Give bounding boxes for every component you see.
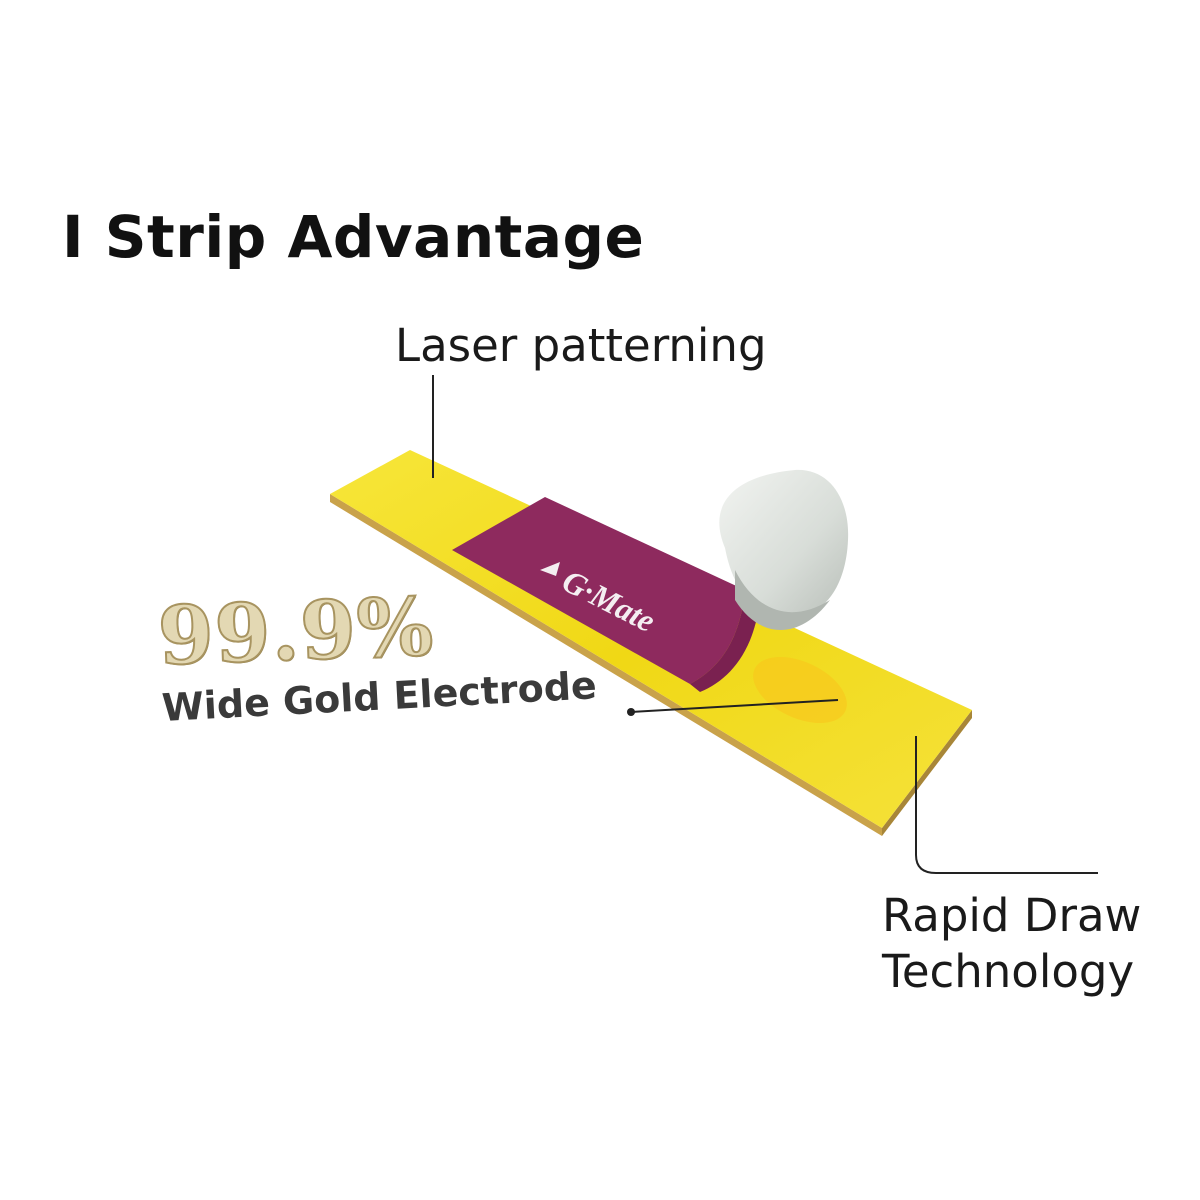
strip-arrow-icon	[540, 562, 560, 576]
page-title: I Strip Advantage	[62, 203, 645, 271]
rapid-draw-line1: Rapid Draw	[882, 889, 1142, 942]
rapid-draw-leader-line	[915, 736, 1098, 874]
peeled-sticker-fold	[735, 570, 830, 630]
strip-edge	[330, 494, 882, 836]
rapid-draw-line2: Technology	[882, 945, 1135, 999]
peeled-sticker	[719, 469, 849, 616]
gold-highlight	[753, 656, 847, 724]
strip-label-rounded-end	[690, 590, 760, 692]
strip-edge-end	[882, 710, 972, 836]
rapid-draw-label: Rapid Draw Technology	[882, 888, 1141, 1001]
laser-patterning-label: Laser patterning	[395, 319, 767, 372]
gold-percent-text: 99.9%	[155, 578, 436, 684]
strip-label-area	[452, 497, 745, 684]
electrode-leader-line	[630, 699, 839, 713]
